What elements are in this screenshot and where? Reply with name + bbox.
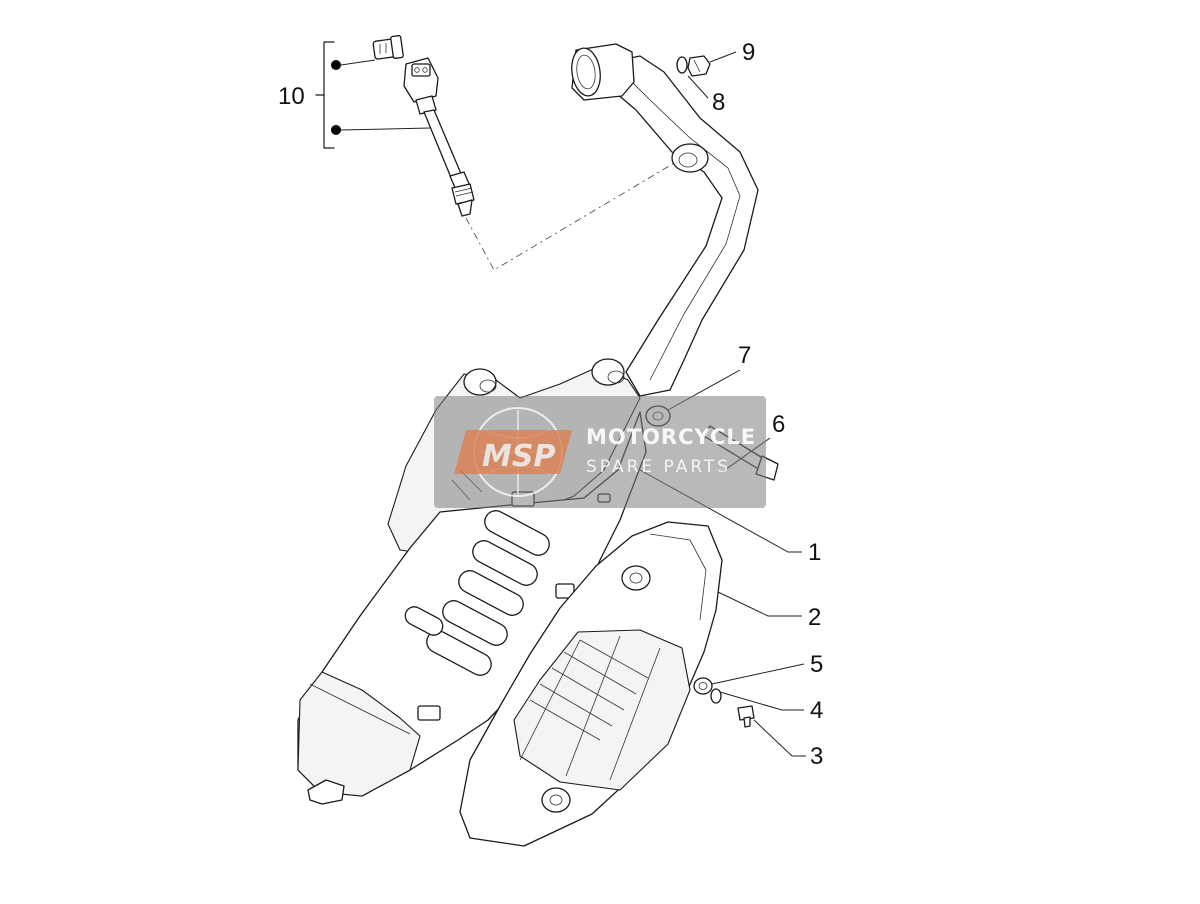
connector-cap — [372, 35, 404, 60]
sensor-connector — [403, 57, 439, 115]
watermark: MSP MOTORCYCLE SPARE PARTS — [434, 396, 766, 508]
callout-5: 5 — [810, 651, 823, 678]
callout-6: 6 — [772, 411, 785, 438]
callout-7: 7 — [738, 342, 751, 369]
lambda-sensor — [449, 171, 475, 217]
assembly-centerline — [465, 161, 677, 271]
watermark-subtitle: SPARE PARTS — [586, 457, 731, 477]
shield-washer — [710, 688, 722, 704]
bullet-dot — [331, 60, 341, 70]
watermark-title: MOTORCYCLE — [586, 425, 756, 449]
callouts: 1 2 3 4 5 6 7 8 9 10 — [278, 39, 823, 770]
shield-screw — [737, 705, 755, 728]
callout-9: 9 — [742, 39, 755, 66]
callout-3: 3 — [810, 743, 823, 770]
callout-1: 1 — [808, 539, 821, 566]
exhaust-header-pipe — [571, 43, 759, 397]
flange-washer — [676, 56, 688, 74]
bullet-dot — [331, 125, 341, 135]
spacer-bush — [693, 677, 713, 695]
flange-nut — [687, 55, 711, 77]
heat-shield — [459, 521, 723, 847]
oxygen-sensor-assembly — [315, 35, 475, 217]
callout-10: 10 — [278, 83, 305, 110]
callout-2: 2 — [808, 604, 821, 631]
watermark-box — [434, 396, 766, 508]
callout-4: 4 — [810, 697, 823, 724]
callout-8: 8 — [712, 89, 725, 116]
watermark-logo-text: MSP — [482, 439, 555, 474]
watermark-logo: MSP — [454, 407, 572, 497]
